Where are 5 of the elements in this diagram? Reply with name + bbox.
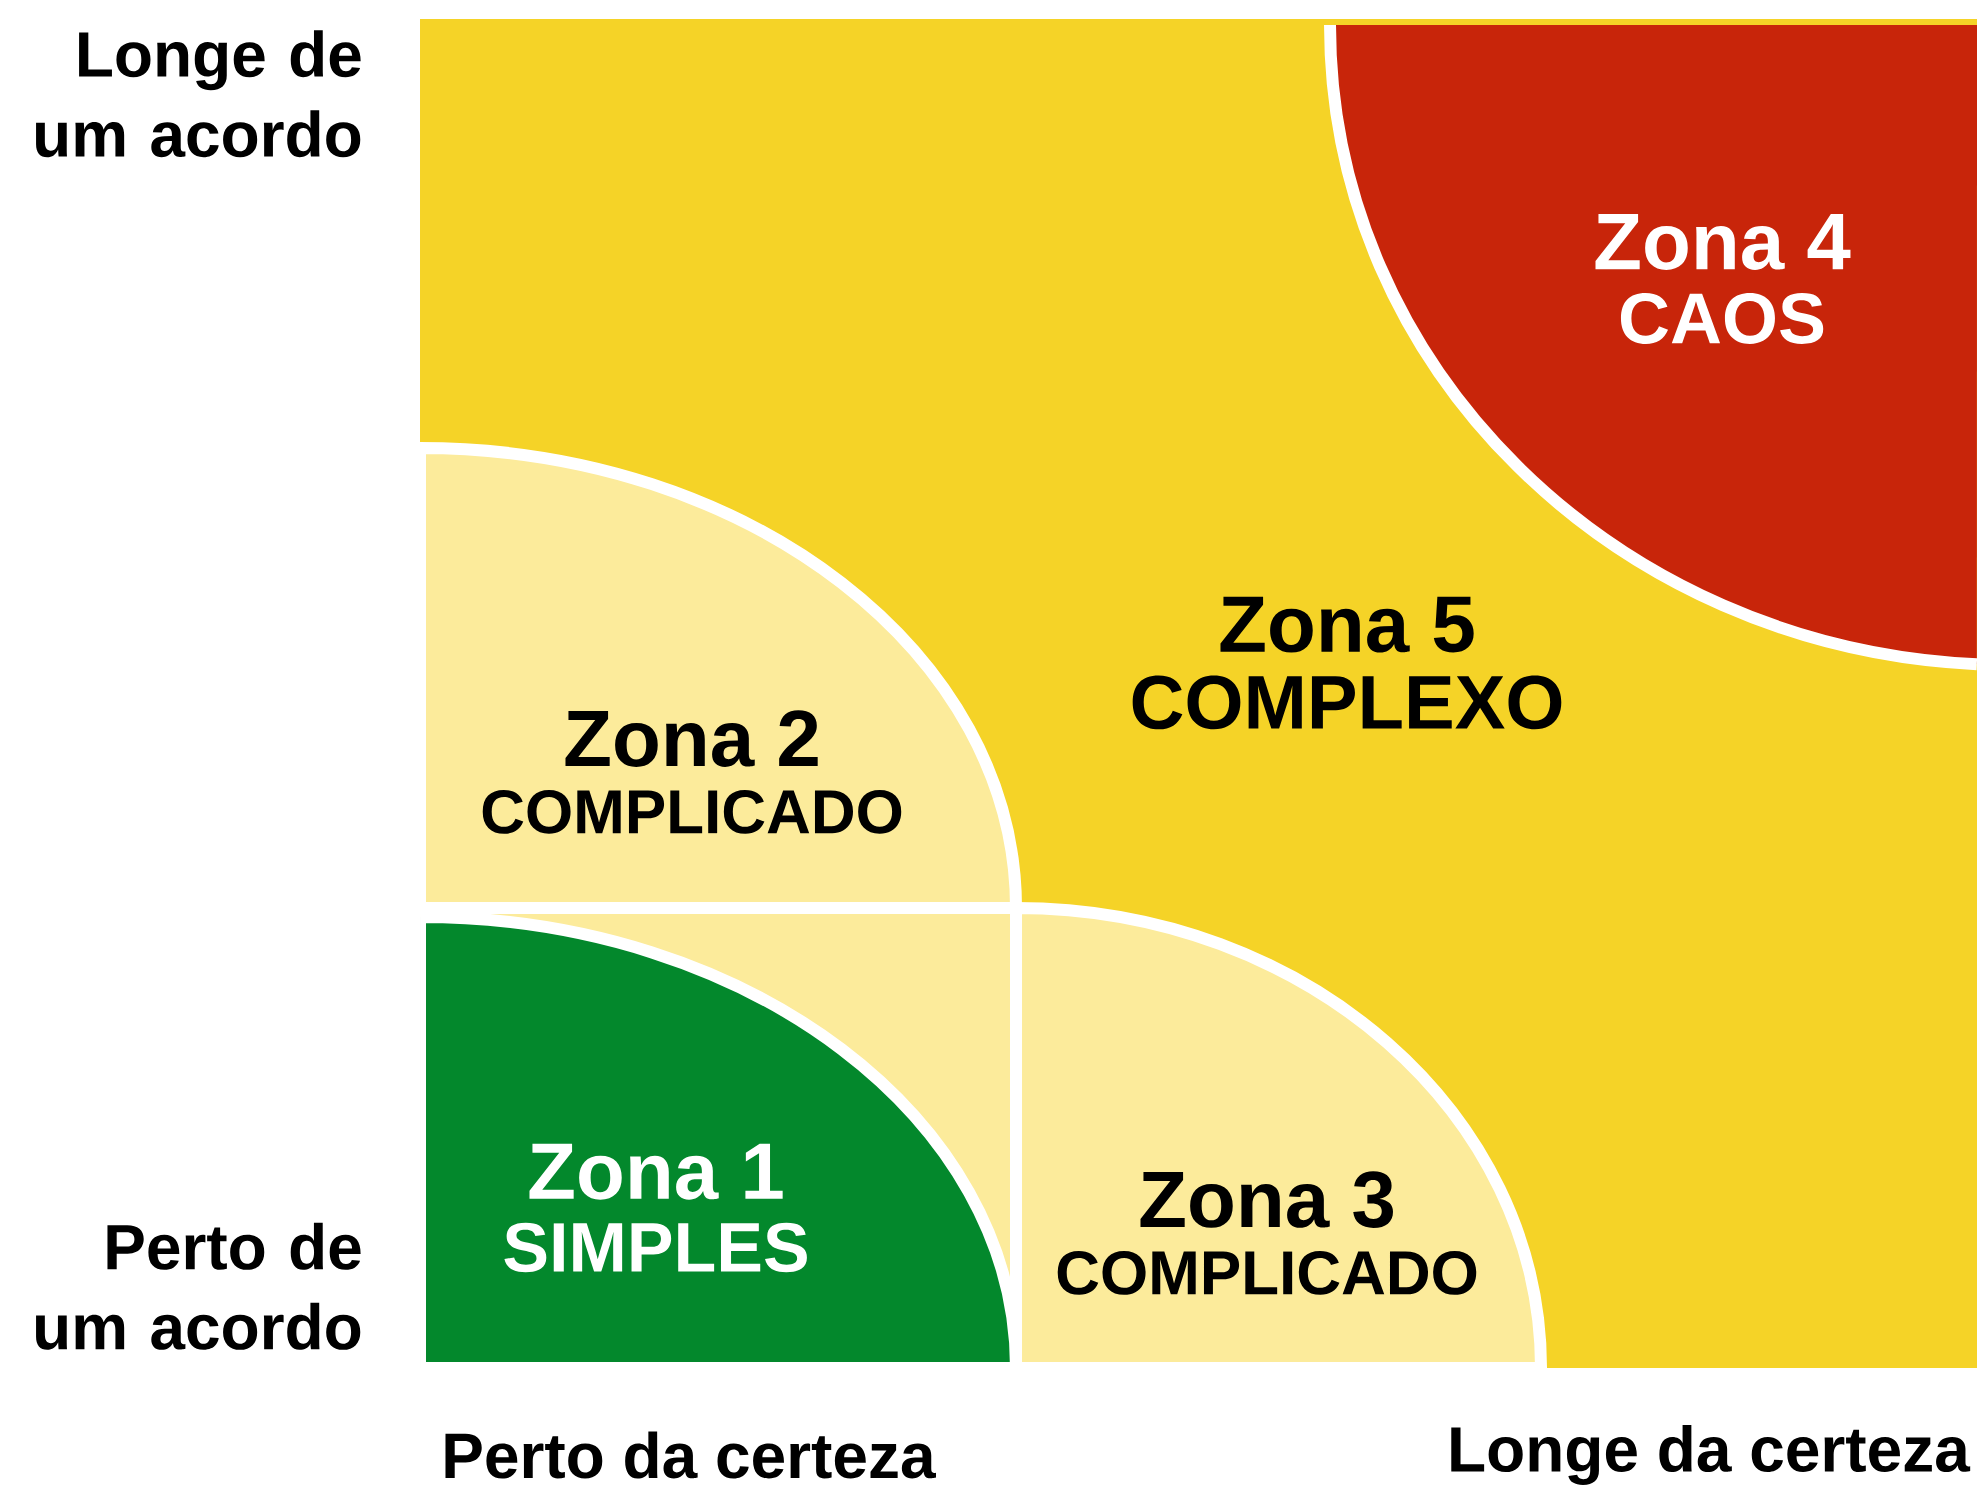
axis-label: Longe de um acordo [36, 30, 361, 158]
axis-label: Perto da certeza [445, 1431, 936, 1479]
axis-label: Longe da certeza [1451, 1425, 1971, 1485]
zone-region: Zona 2 COMPLICADO [420, 442, 1022, 914]
axis-label: Perto de um acordo [36, 1222, 361, 1350]
